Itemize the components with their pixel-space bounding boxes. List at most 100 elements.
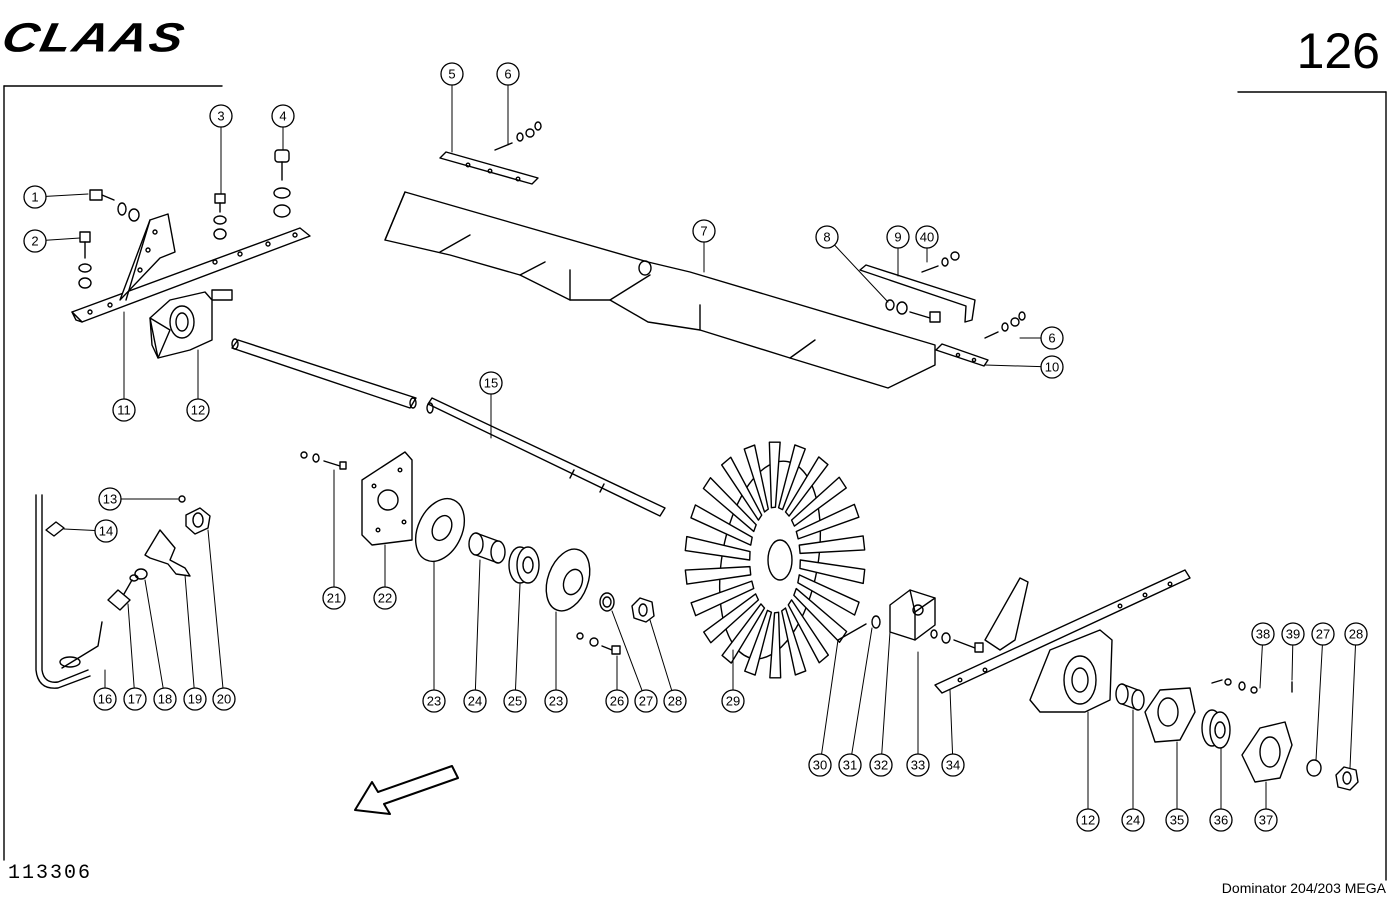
callout-c18: 18 — [153, 687, 177, 711]
callout-c30: 30 — [808, 753, 832, 777]
bolt-33-part — [930, 629, 984, 653]
callout-circle — [123, 687, 147, 711]
callout-label: 14 — [99, 524, 113, 539]
callout-c20: 20 — [212, 687, 236, 711]
nut-20-part — [185, 507, 211, 535]
fan-blade — [777, 444, 806, 511]
fan-blade — [768, 441, 781, 509]
bolt-2-part — [78, 231, 92, 289]
bearing-housing-12b-part — [1029, 629, 1113, 713]
cover-plate-7-part — [384, 191, 936, 389]
callout-label: 20 — [217, 692, 231, 707]
callout-label: 6 — [504, 67, 511, 82]
bolt-6b-part — [984, 311, 1026, 339]
callout-circle — [1165, 808, 1189, 832]
fan-blade — [793, 587, 848, 643]
callout-c39: 39 — [1281, 622, 1305, 646]
callout-circle — [23, 229, 47, 253]
callout-circle — [271, 104, 295, 128]
page-number: 126 — [1296, 23, 1380, 79]
nut-28a-part — [631, 597, 655, 623]
callout-label: 11 — [117, 403, 131, 418]
callout-label: 4 — [279, 109, 286, 124]
leader-line-c20 — [207, 529, 224, 689]
callout-c12a: 12 — [186, 398, 210, 422]
callout-label: 2 — [31, 234, 38, 249]
callout-c2: 2 — [23, 229, 47, 253]
leader-lines — [45, 84, 1357, 810]
bolt-26-part — [576, 632, 621, 655]
callout-circle — [322, 586, 346, 610]
callout-c37: 37 — [1254, 808, 1278, 832]
callout-circle — [634, 689, 658, 713]
callout-c29: 29 — [721, 689, 745, 713]
callout-c27b: 27 — [1311, 622, 1335, 646]
callout-circle — [1040, 355, 1064, 379]
callout-label: 35 — [1170, 813, 1184, 828]
callout-circle — [93, 687, 117, 711]
callout-circle — [1251, 622, 1275, 646]
plate-22-part — [361, 451, 413, 546]
leader-line-c32 — [881, 631, 891, 755]
fan-blade — [684, 535, 751, 561]
fan-blade — [721, 603, 766, 664]
callout-c27a: 27 — [634, 689, 658, 713]
callout-circle — [209, 104, 233, 128]
callout-circle — [1209, 808, 1233, 832]
callout-label: 30 — [813, 758, 827, 773]
fan-blade — [690, 504, 753, 546]
switch-17-part — [107, 574, 139, 611]
callout-circle — [1040, 326, 1064, 350]
flange-35-part — [1144, 687, 1196, 743]
fan-blade — [797, 574, 860, 616]
ring-27b-part — [1306, 759, 1322, 777]
leader-line-c14 — [63, 528, 96, 531]
callout-circle — [1254, 808, 1278, 832]
callout-circle — [663, 689, 687, 713]
fan-blade — [690, 580, 755, 617]
callout-label: 33 — [911, 758, 925, 773]
callout-circle — [869, 753, 893, 777]
callout-label: 10 — [1045, 360, 1059, 375]
callout-label: 27 — [639, 694, 653, 709]
callout-label: 9 — [894, 230, 901, 245]
callout-c7: 7 — [692, 219, 716, 243]
fan-blade — [781, 607, 807, 676]
callout-label: 38 — [1256, 627, 1270, 642]
leader-line-c30 — [821, 639, 839, 755]
callout-c31: 31 — [838, 753, 862, 777]
leader-line-c25 — [514, 583, 521, 691]
bracket-34-part — [934, 569, 1191, 694]
screw-13-part — [178, 495, 186, 503]
callout-circle — [1121, 808, 1145, 832]
fan-blade — [787, 599, 830, 664]
strip-9-part — [859, 251, 976, 323]
bolt-1-part — [89, 189, 140, 222]
callout-circle — [721, 689, 745, 713]
callout-circle — [1311, 622, 1335, 646]
callout-label: 29 — [726, 694, 740, 709]
fan-blade — [703, 593, 760, 644]
leader-line-c8 — [834, 244, 889, 303]
callout-label: 37 — [1259, 813, 1273, 828]
strip-5-part — [439, 121, 542, 185]
block-32-part — [889, 589, 936, 641]
leader-line-c38 — [1259, 644, 1263, 689]
flange-23b-part — [545, 548, 591, 612]
leader-line-c17 — [127, 603, 135, 689]
callout-label: 16 — [98, 692, 112, 707]
callout-label: 8 — [823, 230, 830, 245]
callout-circle — [479, 371, 503, 395]
leader-line-c34 — [949, 689, 954, 755]
callout-circle — [422, 689, 446, 713]
callout-circle — [605, 689, 629, 713]
bolt-4-part — [273, 149, 291, 218]
leader-line-c31 — [851, 627, 873, 755]
callout-circle — [1076, 808, 1100, 832]
callout-c6a: 6 — [496, 62, 520, 86]
bracket-19-part — [144, 529, 191, 577]
fan-blade — [720, 456, 763, 521]
callout-circle — [183, 687, 207, 711]
callout-label: 6 — [1048, 331, 1055, 346]
